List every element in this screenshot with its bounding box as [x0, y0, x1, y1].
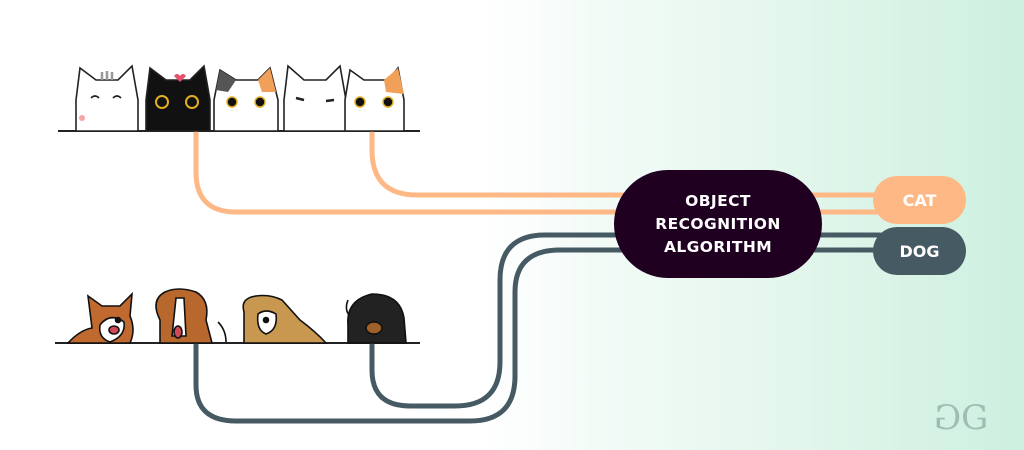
logo-right-g: G	[961, 398, 988, 438]
cats-group	[75, 64, 405, 132]
dog-label: DOG	[899, 241, 940, 261]
gfg-logo-icon: GG	[940, 398, 988, 438]
white-tabby-cat	[75, 64, 139, 132]
black-cat	[145, 64, 211, 132]
beagle	[155, 288, 227, 344]
algorithm-label-line-3: ALGORITHM	[663, 237, 773, 256]
dog-output-node: DOG	[873, 227, 966, 275]
orange-patch-cat	[344, 66, 405, 132]
algorithm-label-line-2: RECOGNITION	[655, 214, 781, 233]
cat-wire-1	[193, 130, 643, 215]
cat-output-node: CAT	[873, 176, 966, 224]
bulldog-puppy	[242, 294, 328, 344]
logo-left-g: G	[940, 398, 962, 438]
dog-wire-1	[193, 247, 643, 424]
calico-cat	[213, 66, 279, 132]
corgi	[66, 291, 134, 344]
algorithm-label-line-1: OBJECT	[685, 191, 751, 210]
cat-label: CAT	[902, 190, 937, 210]
cat-wire-2	[369, 130, 643, 198]
dogs-group	[66, 288, 407, 344]
dachshund	[345, 293, 407, 344]
dog-wire-2	[369, 232, 643, 409]
winking-white-cat	[283, 64, 347, 132]
object-recognition-algorithm-node: OBJECT RECOGNITION ALGORITHM	[614, 170, 822, 278]
